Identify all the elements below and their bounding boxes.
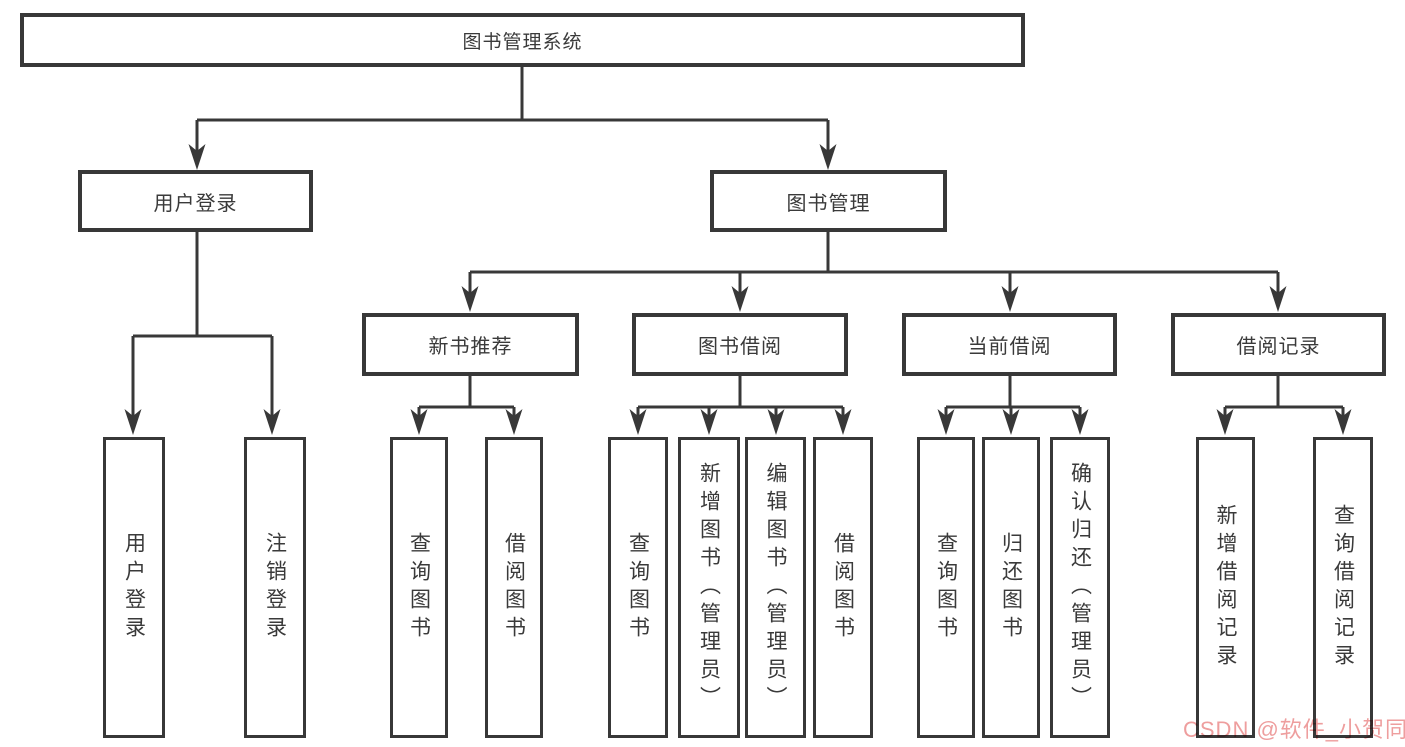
node-library-management-system: 图书管理系统 bbox=[20, 13, 1025, 67]
connector-root-to-level2 bbox=[195, 67, 830, 152]
node-book-borrowing: 图书借阅 bbox=[632, 313, 848, 376]
node-label: 新增图书（管理员） bbox=[697, 461, 721, 714]
node-user-login: 用户登录 bbox=[78, 170, 313, 232]
leaf-add-borrow-record: 新增借阅记录 bbox=[1196, 437, 1255, 738]
leaf-return-book: 归还图书 bbox=[982, 437, 1040, 738]
node-borrowing-records: 借阅记录 bbox=[1171, 313, 1386, 376]
leaf-add-book-admin: 新增图书（管理员） bbox=[678, 437, 740, 738]
node-label: 查询图书 bbox=[626, 531, 650, 644]
node-label: 当前借阅 bbox=[967, 336, 1052, 358]
node-label: 查询图书 bbox=[934, 531, 958, 644]
node-label: 用户登录 bbox=[122, 531, 146, 644]
node-label: 图书管理系统 bbox=[462, 31, 583, 53]
leaf-borrow-book-recommend: 借阅图书 bbox=[485, 437, 543, 738]
leaf-query-book-recommend: 查询图书 bbox=[390, 437, 448, 738]
node-new-book-recommend: 新书推荐 bbox=[362, 313, 579, 376]
connector-currentborrow-to-children bbox=[944, 376, 1082, 417]
node-label: 借阅图书 bbox=[831, 531, 855, 644]
node-label: 借阅图书 bbox=[502, 531, 526, 644]
leaf-query-borrow-record: 查询借阅记录 bbox=[1313, 437, 1373, 738]
node-label: 用户登录 bbox=[153, 192, 238, 215]
node-label: 归还图书 bbox=[999, 531, 1023, 644]
node-label: 图书借阅 bbox=[698, 336, 782, 358]
csdn-watermark: CSDN @软件_小贺同学 bbox=[1183, 717, 1405, 742]
leaf-query-book-borrowing: 查询图书 bbox=[608, 437, 668, 738]
node-label: 图书管理 bbox=[786, 192, 871, 215]
leaf-user-login: 用户登录 bbox=[103, 437, 165, 738]
node-label: 新增借阅记录 bbox=[1214, 503, 1237, 672]
node-label: 借阅记录 bbox=[1236, 336, 1321, 358]
node-label: 注销登录 bbox=[263, 531, 287, 644]
node-book-management: 图书管理 bbox=[710, 170, 947, 232]
node-current-borrowing: 当前借阅 bbox=[902, 313, 1117, 376]
connector-newbook-to-children bbox=[417, 376, 516, 417]
leaf-query-book-current: 查询图书 bbox=[917, 437, 975, 738]
connector-bookborrow-to-children bbox=[636, 376, 845, 417]
connector-borrowrecord-to-children bbox=[1223, 376, 1345, 417]
connector-userlogin-to-children bbox=[131, 232, 274, 417]
node-label: 查询借阅记录 bbox=[1331, 503, 1355, 672]
node-label: 确认归还（管理员） bbox=[1068, 461, 1092, 714]
connector-bookmgmt-to-level3 bbox=[468, 232, 1280, 294]
node-label: 编辑图书（管理员） bbox=[764, 461, 787, 714]
leaf-confirm-return-admin: 确认归还（管理员） bbox=[1050, 437, 1110, 738]
leaf-logout: 注销登录 bbox=[244, 437, 306, 738]
node-label: 查询图书 bbox=[407, 531, 431, 644]
leaf-borrow-book: 借阅图书 bbox=[813, 437, 873, 738]
node-label: 新书推荐 bbox=[428, 336, 513, 358]
leaf-edit-book-admin: 编辑图书（管理员） bbox=[745, 437, 806, 738]
